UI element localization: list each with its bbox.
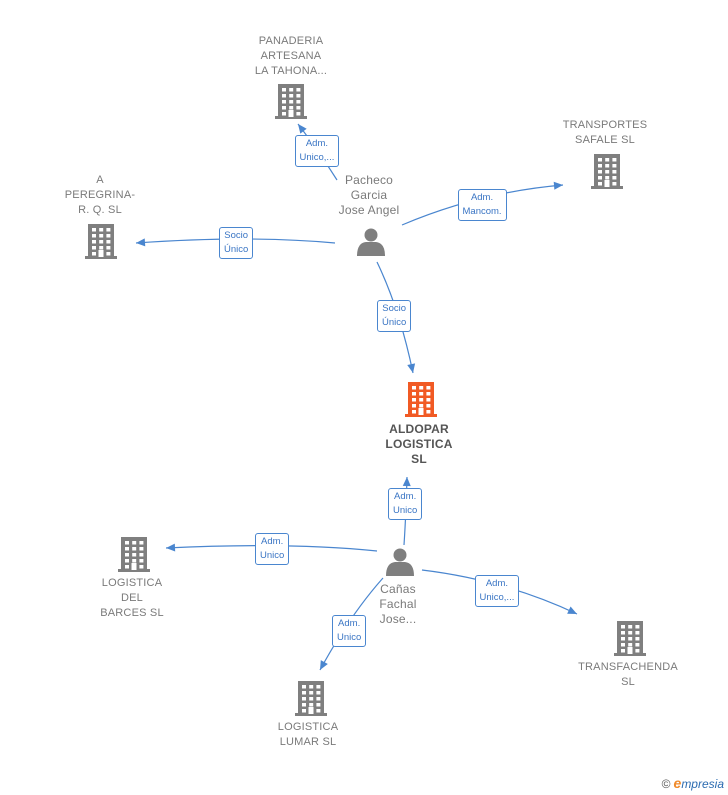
- building-icon-transportes[interactable]: [591, 154, 623, 189]
- edge-arrowhead-pacheco-aldopar: [407, 363, 416, 373]
- edge-arrowhead-pacheco-peregrina: [136, 238, 146, 247]
- brand-name: mpresia: [681, 777, 724, 791]
- node-label-canas[interactable]: Cañas Fachal Jose...: [379, 582, 417, 626]
- building-icon-transfachenda[interactable]: [614, 621, 646, 656]
- building-icon-barces[interactable]: [118, 537, 150, 572]
- building-icon-panaderia[interactable]: [275, 84, 307, 119]
- edge-arrowhead-pacheco-transportes: [553, 181, 563, 190]
- node-label-pacheco[interactable]: Pacheco Garcia Jose Angel: [338, 173, 400, 217]
- edge-label-canas-transfachenda[interactable]: Adm. Unico,...: [474, 575, 520, 607]
- person-icon-pacheco[interactable]: [357, 228, 385, 257]
- edge-label-canas-lumar[interactable]: Adm. Unico: [332, 615, 367, 647]
- node-label-panaderia[interactable]: PANADERIA ARTESANA LA TAHONA...: [254, 35, 328, 77]
- edge-arrowhead-canas-barces: [166, 543, 176, 552]
- building-icon-peregrina[interactable]: [85, 224, 117, 259]
- brand-initial: e: [673, 775, 682, 791]
- node-label-lumar[interactable]: LOGISTICA LUMAR SL: [277, 721, 339, 748]
- building-icon-lumar[interactable]: [295, 681, 327, 716]
- edge-arrowhead-pacheco-panaderia: [298, 124, 307, 134]
- edge-arrowhead-canas-aldopar: [402, 477, 411, 487]
- building-icon-aldopar[interactable]: [405, 382, 437, 417]
- node-label-peregrina[interactable]: A PEREGRINA- R. Q. SL: [64, 174, 136, 216]
- edge-arrowhead-canas-transfachenda: [567, 606, 577, 614]
- edge-label-pacheco-aldopar[interactable]: Socio Único: [377, 300, 412, 332]
- node-label-aldopar[interactable]: ALDOPAR LOGISTICA SL: [385, 422, 453, 466]
- node-label-barces[interactable]: LOGISTICA DEL BARCES SL: [100, 577, 164, 619]
- edge-label-pacheco-panaderia[interactable]: Adm. Unico,...: [294, 135, 340, 167]
- node-label-transfachenda[interactable]: TRANSFACHENDA SL: [578, 661, 678, 688]
- edge-label-canas-barces[interactable]: Adm. Unico: [255, 533, 290, 565]
- copyright-symbol: ©: [661, 777, 671, 791]
- node-label-transportes[interactable]: TRANSPORTES SAFALE SL: [562, 119, 648, 146]
- edge-arrowhead-canas-lumar: [320, 660, 328, 670]
- edge-label-canas-aldopar[interactable]: Adm. Unico: [388, 488, 423, 520]
- person-icon-canas[interactable]: [386, 548, 414, 577]
- edge-label-pacheco-transportes[interactable]: Adm. Mancom.: [457, 189, 507, 221]
- edge-label-pacheco-peregrina[interactable]: Socio Único: [219, 227, 254, 259]
- footer-brand: ©empresia: [662, 775, 724, 791]
